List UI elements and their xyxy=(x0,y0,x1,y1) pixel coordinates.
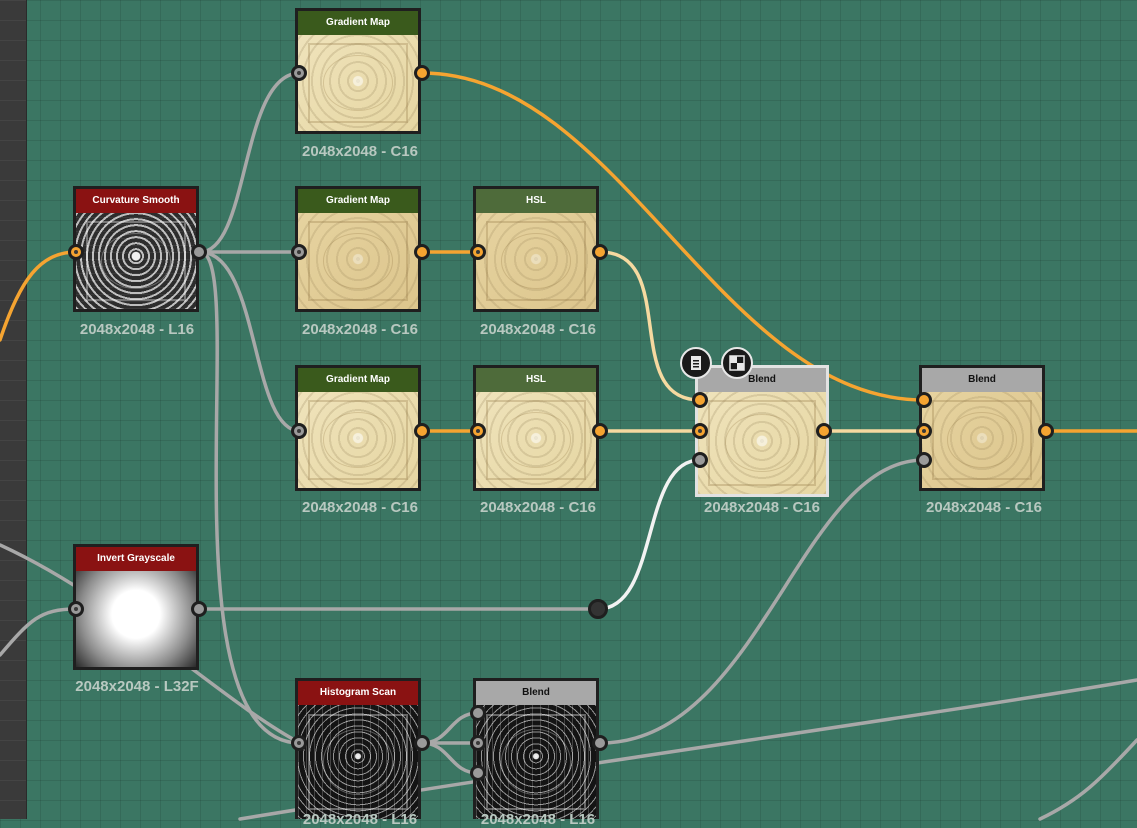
node-resolution: 2048x2048 - C16 xyxy=(302,143,418,160)
node-title: Curvature Smooth xyxy=(76,189,196,213)
left-panel xyxy=(0,0,27,819)
checkerboard-icon[interactable] xyxy=(721,347,753,379)
node-blend-3[interactable]: Blend xyxy=(473,678,599,819)
node-thumbnail xyxy=(298,35,418,131)
document-list-icon[interactable] xyxy=(680,347,712,379)
node-resolution: 2048x2048 - C16 xyxy=(302,321,418,338)
wire-curv-histo xyxy=(198,250,302,745)
wire-histo-blend3c xyxy=(420,741,480,775)
input-port-foreground[interactable] xyxy=(916,392,932,408)
output-port[interactable] xyxy=(414,244,430,260)
input-port[interactable] xyxy=(291,423,307,439)
wire-relay-blend1 xyxy=(597,458,701,611)
node-invert-grayscale[interactable]: Invert Grayscale xyxy=(73,544,199,670)
output-port[interactable] xyxy=(191,244,207,260)
wire-histo-blend3a xyxy=(420,711,480,745)
node-hsl-1[interactable]: HSL xyxy=(473,186,599,312)
node-thumbnail xyxy=(698,392,826,494)
node-title: Blend xyxy=(922,368,1042,392)
wire-curv-gmap3 xyxy=(198,250,302,433)
node-thumbnail xyxy=(476,213,596,309)
node-resolution: 2048x2048 - C16 xyxy=(480,499,596,516)
wire-left-invert xyxy=(0,607,78,657)
node-title: HSL xyxy=(476,368,596,392)
node-resolution: 2048x2048 - C16 xyxy=(926,499,1042,516)
input-port[interactable] xyxy=(291,244,307,260)
node-gradient-map-2[interactable]: Gradient Map xyxy=(295,186,421,312)
node-title: Invert Grayscale xyxy=(76,547,196,571)
node-thumbnail xyxy=(476,392,596,488)
node-blend-1[interactable]: Blend xyxy=(695,365,829,497)
node-resolution: 2048x2048 - C16 xyxy=(302,499,418,516)
node-blend-2[interactable]: Blend xyxy=(919,365,1045,491)
input-port[interactable] xyxy=(68,601,84,617)
node-title: Gradient Map xyxy=(298,11,418,35)
input-port-foreground[interactable] xyxy=(692,392,708,408)
node-hsl-2[interactable]: HSL xyxy=(473,365,599,491)
output-port[interactable] xyxy=(414,65,430,81)
input-port-background[interactable] xyxy=(916,423,932,439)
node-title: Histogram Scan xyxy=(298,681,418,705)
node-thumbnail xyxy=(298,392,418,488)
output-port[interactable] xyxy=(816,423,832,439)
node-title: Gradient Map xyxy=(298,189,418,213)
wire-right-2 xyxy=(1038,738,1137,821)
node-thumbnail xyxy=(476,705,596,819)
wire-gmap1-blend2 xyxy=(420,71,926,402)
input-port-background[interactable] xyxy=(470,735,486,751)
node-title: HSL xyxy=(476,189,596,213)
node-gradient-map-3[interactable]: Gradient Map xyxy=(295,365,421,491)
node-histogram-scan[interactable]: Histogram Scan xyxy=(295,678,421,819)
output-port[interactable] xyxy=(191,601,207,617)
node-title: Blend xyxy=(698,368,826,392)
node-resolution: 2048x2048 - L16 xyxy=(79,321,195,338)
output-port[interactable] xyxy=(414,423,430,439)
input-port-background[interactable] xyxy=(692,423,708,439)
output-port[interactable] xyxy=(592,244,608,260)
input-port[interactable] xyxy=(291,65,307,81)
wire-blend3-blend2 xyxy=(598,458,926,745)
output-port[interactable] xyxy=(1038,423,1054,439)
node-curvature-smooth[interactable]: Curvature Smooth xyxy=(73,186,199,312)
input-port[interactable] xyxy=(470,423,486,439)
output-port[interactable] xyxy=(592,423,608,439)
wire-in-curv xyxy=(0,250,78,342)
node-gradient-map-1[interactable]: Gradient Map xyxy=(295,8,421,134)
output-port[interactable] xyxy=(414,735,430,751)
output-port[interactable] xyxy=(592,735,608,751)
node-thumbnail xyxy=(922,392,1042,488)
node-thumbnail xyxy=(76,213,196,309)
input-port[interactable] xyxy=(68,244,84,260)
input-port-mask[interactable] xyxy=(470,765,486,781)
node-title: Gradient Map xyxy=(298,368,418,392)
input-port[interactable] xyxy=(470,244,486,260)
node-resolution: 2048x2048 - C16 xyxy=(480,321,596,338)
node-resolution: 2048x2048 - L16 xyxy=(302,811,418,828)
input-port[interactable] xyxy=(291,735,307,751)
node-resolution: 2048x2048 - C16 xyxy=(704,499,820,516)
node-thumbnail xyxy=(298,213,418,309)
node-thumbnail xyxy=(76,571,196,667)
wire-hsl1-blend1 xyxy=(598,250,702,402)
input-port-mask[interactable] xyxy=(916,452,932,468)
wire-relay-dot[interactable] xyxy=(588,599,608,619)
input-port-mask[interactable] xyxy=(692,452,708,468)
input-port-foreground[interactable] xyxy=(470,705,486,721)
node-title: Blend xyxy=(476,681,596,705)
node-resolution: 2048x2048 - L16 xyxy=(480,811,596,828)
node-resolution: 2048x2048 - L32F xyxy=(75,678,199,695)
node-thumbnail xyxy=(298,705,418,819)
wire-curv-gmap1 xyxy=(198,71,302,254)
